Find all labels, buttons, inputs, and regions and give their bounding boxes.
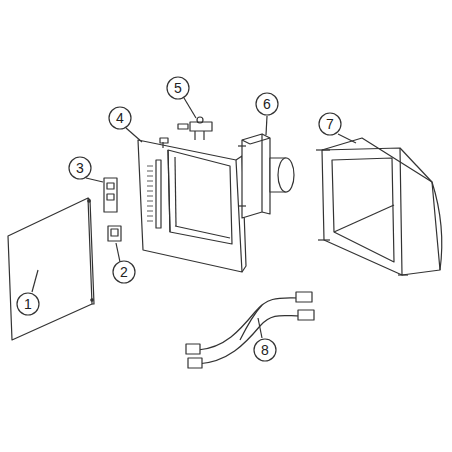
vent-slot bbox=[147, 196, 153, 197]
callout-number: 7 bbox=[320, 116, 340, 132]
callout-number: 5 bbox=[168, 80, 188, 96]
vent-slot bbox=[147, 181, 153, 182]
vent-slot bbox=[147, 191, 153, 192]
callout-number: 1 bbox=[18, 296, 38, 312]
vent-slot bbox=[147, 176, 153, 177]
callout-number: 6 bbox=[257, 96, 277, 112]
callout-number: 2 bbox=[114, 264, 134, 280]
callout-number: 3 bbox=[70, 160, 90, 176]
vent-slot bbox=[147, 201, 153, 202]
vent-slot bbox=[147, 221, 153, 222]
vent-slot bbox=[147, 211, 153, 212]
callout-number: 4 bbox=[110, 110, 130, 126]
vent-slot bbox=[147, 186, 153, 187]
vent-slot bbox=[147, 166, 153, 167]
vent-slot bbox=[147, 216, 153, 217]
vent-slot bbox=[147, 206, 153, 207]
vent-slot bbox=[147, 171, 153, 172]
callout-number: 8 bbox=[255, 342, 275, 358]
